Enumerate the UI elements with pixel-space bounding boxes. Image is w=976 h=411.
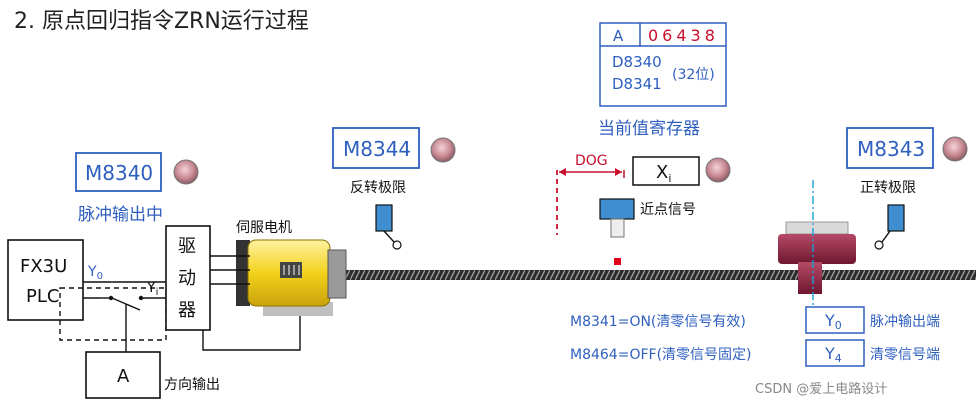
register-bits: (32位): [672, 67, 715, 83]
driver-char-3: 器: [178, 300, 196, 321]
xi-box: [632, 156, 700, 186]
m8340-label: M8340: [85, 161, 153, 185]
near-point-label: 近点信号: [640, 202, 696, 218]
servo-motor-label: 伺服电机: [236, 220, 292, 236]
page-title: 2. 原点回归指令ZRN运行过程: [14, 9, 309, 34]
register-caption: 当前值寄存器: [598, 119, 700, 139]
m8344-box: [332, 127, 420, 169]
note-m8341-box: [805, 306, 865, 334]
note-m8341-label: 脉冲输出端: [870, 314, 940, 330]
xi-label: Xi: [656, 162, 671, 185]
reverse-limit-switch-icon: [375, 204, 402, 250]
plc-line2: PLC: [26, 286, 59, 307]
forward-limit-switch-icon: [874, 204, 905, 250]
m8344-lamp-icon: [430, 137, 456, 163]
m8343-lamp-icon: [942, 136, 968, 162]
m8340-caption: 脉冲输出中: [78, 205, 163, 225]
driver-box: [165, 225, 211, 331]
direction-box-label: A: [117, 366, 130, 387]
direction-output-label: 方向输出: [164, 377, 220, 393]
m8340-lamp-icon: [173, 159, 199, 185]
m8344-label: M8344: [343, 137, 411, 161]
direction-box: [85, 351, 161, 399]
register-value: 06438: [648, 26, 719, 45]
plc-wiring: [59, 281, 167, 352]
note-m8341: M8341=ON(清零信号有效): [570, 314, 746, 330]
plc-y0-label: Y0: [87, 264, 103, 282]
dog-indicator: [556, 168, 625, 235]
plc-yi-label: Yi: [146, 280, 158, 298]
plc-line1: FX3U: [20, 256, 67, 277]
driver-char-1: 驱: [178, 236, 196, 257]
m8343-caption: 正转极限: [860, 180, 916, 196]
note-m8464-box-label: Y4: [824, 344, 842, 365]
servo-motor-icon: [236, 239, 347, 316]
dog-lamp-icon: [705, 157, 731, 183]
watermark: CSDN @爱上电路设计: [755, 381, 887, 397]
note-m8464-box: [805, 339, 865, 367]
m8343-box: [846, 127, 934, 169]
m8340-box: [75, 152, 162, 192]
register-d8341: D8341: [612, 75, 662, 93]
current-value-register: A 06438 D8340 D8341 (32位): [599, 22, 727, 107]
note-m8464: M8464=OFF(清零信号固定): [570, 347, 752, 363]
motor-wiring: [202, 255, 301, 351]
register-d8340: D8340: [612, 53, 662, 71]
slider-table: [778, 180, 856, 310]
note-m8341-box-label: Y0: [824, 311, 842, 332]
ball-screw: [345, 270, 976, 280]
dog-label: DOG: [575, 153, 608, 169]
proximity-sensor-icon: [599, 198, 635, 238]
dog-marker: [614, 258, 621, 265]
plc-box: [7, 239, 84, 321]
driver-char-2: 动: [178, 268, 196, 289]
m8344-caption: 反转极限: [350, 180, 406, 196]
register-label: A: [613, 27, 624, 45]
m8343-label: M8343: [857, 137, 925, 161]
note-m8464-label: 清零信号端: [870, 347, 940, 363]
